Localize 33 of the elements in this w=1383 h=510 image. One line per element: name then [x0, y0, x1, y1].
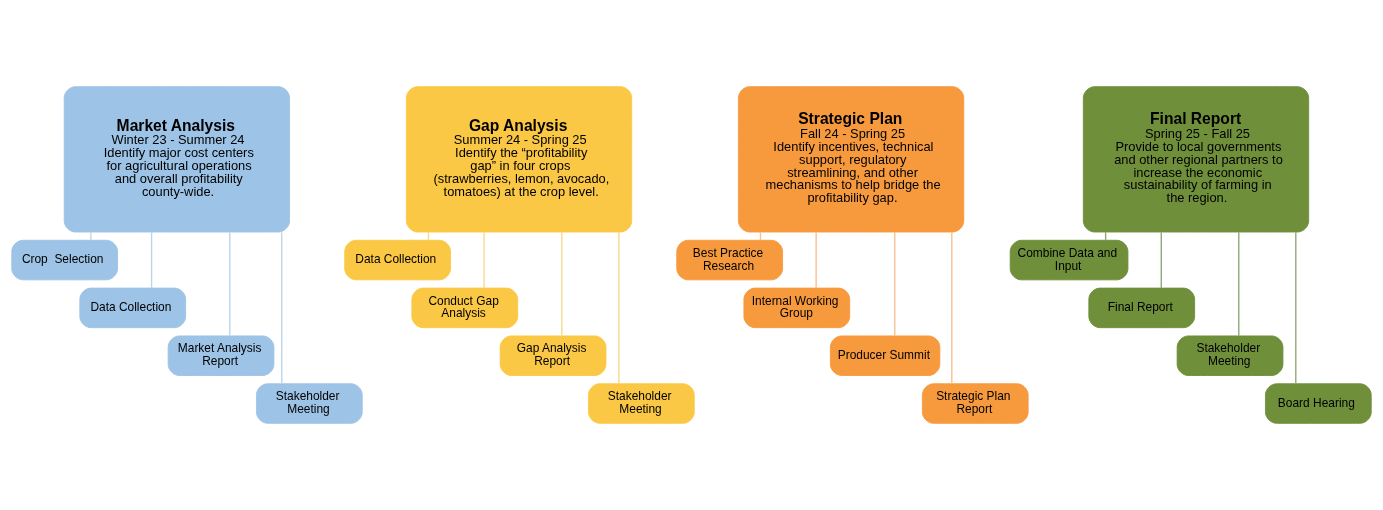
node-box: Strategic Plan Report	[921, 383, 1029, 424]
connector	[561, 231, 563, 337]
node-box: Board Hearing	[1265, 383, 1372, 424]
connector	[951, 231, 953, 385]
connector	[483, 231, 485, 289]
connector	[894, 231, 896, 337]
node-box: Data Collection	[344, 239, 451, 281]
connector	[150, 231, 153, 289]
connector	[281, 231, 283, 385]
node-box: Stakeholder Meeting	[256, 383, 363, 424]
node-box: Combine Data and Input	[1009, 239, 1129, 281]
connector	[90, 231, 92, 241]
node-box: Conduct Gap Analysis	[411, 287, 519, 329]
node-box: Internal Working Group	[743, 287, 851, 329]
node-box: Final Report Spring 25 - Fall 25 Provide to local governments and other regional partners to increase the economic sustainability of farming in the region.	[1082, 86, 1310, 233]
node-box: Market Analysis Winter 23 - Summer 24 Identify major cost centers for agricultural operations and overall profitability county-wide.	[63, 86, 290, 233]
node-box: Producer Summit	[829, 335, 941, 376]
connector	[1238, 231, 1240, 337]
node-box: Best Practice Research	[676, 239, 783, 281]
node-box: Market Analysis Report	[167, 335, 275, 376]
connector	[1160, 231, 1162, 289]
connector	[618, 231, 620, 385]
node-box: Gap Analysis Report	[499, 335, 607, 376]
node-box: Stakeholder Meeting	[1176, 335, 1284, 376]
node-box: Crop Selection	[11, 239, 118, 281]
connector	[229, 231, 231, 337]
node-box: Data Collection	[79, 287, 187, 329]
node-box: Stakeholder Meeting	[588, 383, 695, 424]
connector	[815, 231, 817, 289]
node-box: Gap Analysis Summer 24 - Spring 25 Identify the “profitability gap” in four crops (strawberries, lemon, avocado, tomatoes) at the crop level.	[405, 86, 633, 233]
connector	[1295, 231, 1297, 385]
node-box: Strategic Plan Fall 24 - Spring 25 Identify incentives, technical support, regulatory streamlining, and other mechanisms to help bridge the profitability gap.	[737, 86, 965, 233]
node-box: Final Report	[1088, 287, 1196, 329]
